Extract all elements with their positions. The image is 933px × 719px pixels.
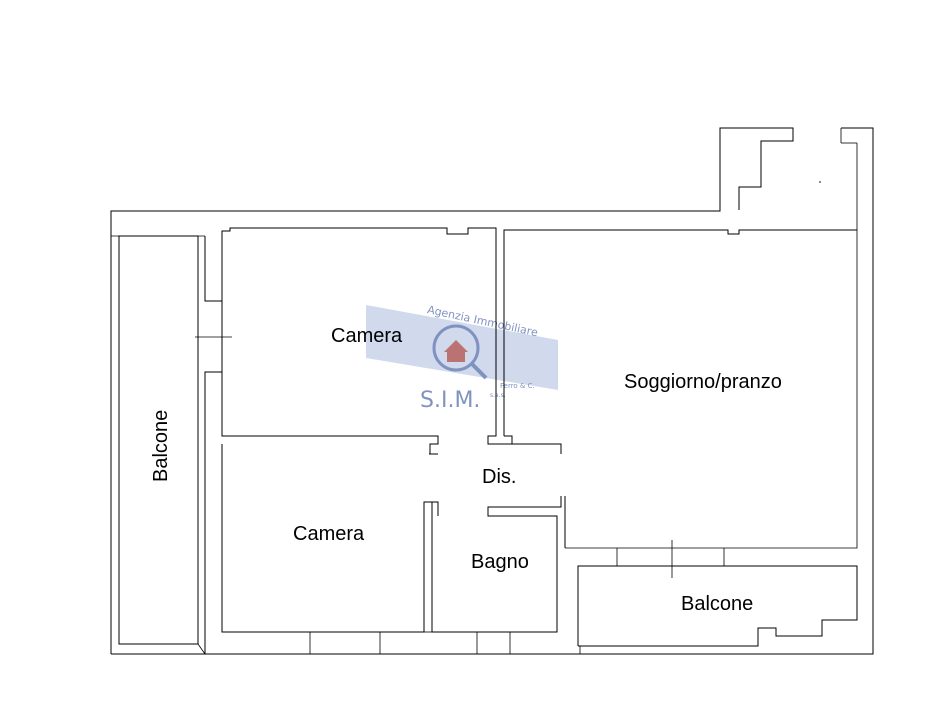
watermark-sub: Ferro & C.	[500, 382, 535, 390]
label-camera-top: Camera	[331, 325, 403, 347]
camera-top-walls	[195, 227, 562, 654]
watermark-suffix: s.a.s.	[490, 392, 506, 399]
label-disimpegno: Dis.	[482, 466, 516, 488]
label-camera-bottom: Camera	[293, 523, 365, 545]
watermark-magnifier-icon	[432, 324, 480, 372]
balcone-bottom	[577, 565, 858, 654]
bagno-walls	[431, 496, 562, 654]
watermark-name: S.I.M.	[420, 388, 480, 413]
watermark-house-icon	[444, 340, 468, 362]
camera-bottom-walls	[221, 444, 438, 654]
label-bagno: Bagno	[471, 551, 529, 573]
soggiorno-walls	[503, 181, 857, 578]
label-balcone-bottom: Balcone	[681, 593, 753, 615]
watermark: Agenzia Immobiliare S.I.M. s.a.s. Ferro …	[366, 303, 558, 413]
balcone-left	[118, 235, 206, 655]
label-balcone-left: Balcone	[150, 410, 172, 482]
label-soggiorno: Soggiorno/pranzo	[624, 371, 782, 393]
